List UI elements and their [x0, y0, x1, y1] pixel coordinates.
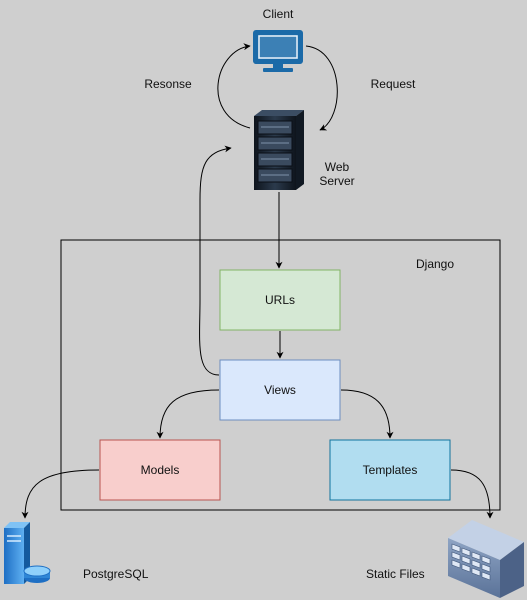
models-box [99, 439, 221, 501]
response-arrow [217, 43, 251, 129]
postgresql-label: PostgreSQL [83, 567, 149, 581]
django-container [60, 239, 501, 511]
request-arrow [305, 45, 338, 131]
views-to-server-arrow [199, 145, 232, 376]
views-to-models-arrow [156, 389, 220, 439]
request-label: Request [371, 77, 416, 91]
models-to-postgresql-arrow [21, 469, 100, 519]
views-to-templates-arrow [340, 389, 394, 439]
response-label: Resonse [144, 77, 192, 91]
templates-to-static-arrow [450, 469, 494, 519]
web-server-label-line1: Web [325, 160, 350, 174]
django-label: Django [416, 257, 454, 271]
models-label: Models [141, 463, 180, 477]
urls-label: URLs [265, 293, 295, 307]
templates-label: Templates [363, 463, 418, 477]
client-label: Client [263, 7, 294, 21]
views-box [219, 359, 341, 421]
web-server-label-line2: Server [319, 174, 354, 188]
storage-array-icon [448, 520, 524, 598]
server-rack-icon [254, 110, 304, 190]
monitor-icon [253, 30, 303, 72]
urls-box [219, 269, 341, 331]
database-icon [4, 522, 51, 584]
connectors [21, 43, 494, 519]
templates-box [329, 439, 451, 501]
static-files-label: Static Files [366, 567, 425, 581]
views-label: Views [264, 383, 296, 397]
